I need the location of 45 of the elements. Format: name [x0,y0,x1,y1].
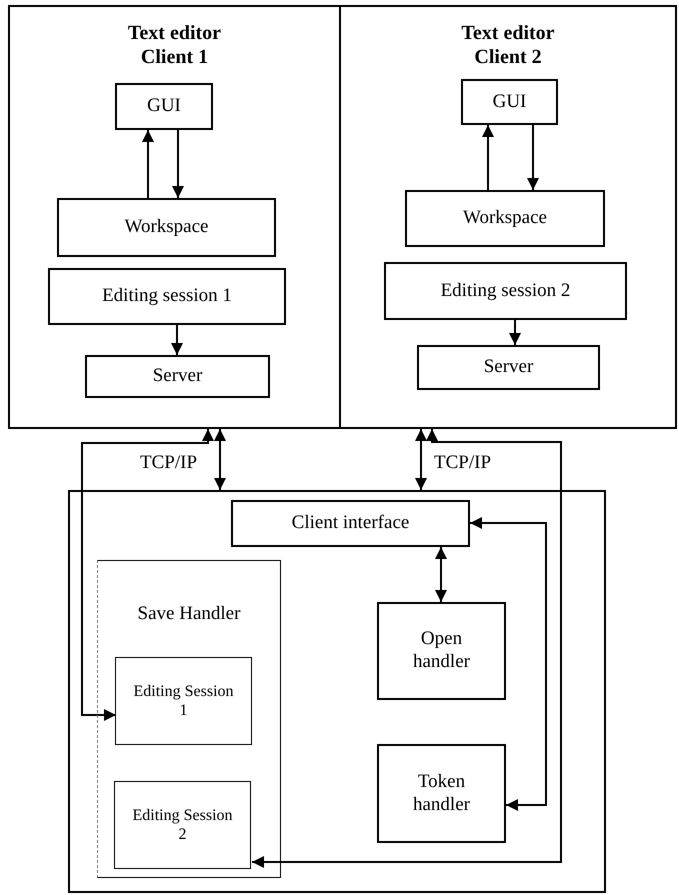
process-box [417,345,600,390]
arrow [171,325,183,355]
arrow [527,125,539,190]
arrow [415,429,427,490]
arrow [509,320,521,345]
box-label: GUI [492,90,526,114]
process-box [48,268,286,325]
panel-title: Text editor Client 1 [126,21,222,69]
session-box [115,657,252,745]
box-label: Server [484,356,534,379]
gui-box [461,79,558,125]
box-label: Open handler [412,628,471,674]
arrow [81,429,214,721]
arrow [435,547,447,602]
panel-title: Text editor Client 2 [460,21,556,69]
box-label: Editing Session 2 [132,806,232,844]
box-label: Workspace [124,216,208,239]
handler-box [377,744,506,843]
client-panel [339,5,677,429]
process-box [85,355,270,398]
box-label: Editing Session 1 [134,682,234,720]
arrow [214,429,226,490]
handler-box [377,602,506,700]
handler-panel [97,560,281,878]
arrow [470,517,547,811]
box-label: GUI [147,95,181,118]
box-label: Client interface [292,512,410,535]
arrow [482,125,494,190]
arrow [142,130,154,198]
box-label: Workspace [463,207,547,230]
arrow [252,429,562,868]
box-label: Editing session 2 [440,280,570,302]
process-box [231,500,470,547]
process-box [57,198,276,257]
process-box [405,190,605,247]
gui-box [115,83,213,130]
box-label: Editing session 1 [102,285,232,308]
arrow [172,130,184,198]
server-panel [68,490,606,893]
process-box [384,262,627,320]
box-label: Token handler [412,770,471,816]
panel-title: Save Handler [136,603,242,625]
client-panel [8,5,341,429]
session-box [114,781,251,869]
box-label: Server [152,365,202,388]
